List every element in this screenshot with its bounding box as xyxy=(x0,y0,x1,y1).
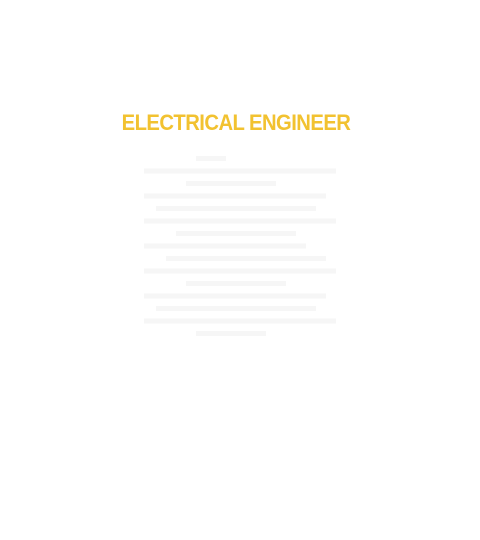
faint-line xyxy=(156,306,316,311)
faint-line xyxy=(186,181,276,186)
faint-graphic-svg xyxy=(144,156,336,336)
faint-text-lines xyxy=(144,156,336,336)
faint-line xyxy=(166,256,326,261)
faint-line xyxy=(144,168,336,174)
faint-line xyxy=(144,218,336,224)
faint-line xyxy=(186,281,286,286)
faint-line xyxy=(176,231,296,236)
design-title: ELECTRICAL ENGINEER xyxy=(121,110,351,135)
faint-line xyxy=(196,331,266,336)
faint-white-text-graphic xyxy=(136,148,340,344)
faint-line xyxy=(196,156,226,161)
faint-line xyxy=(144,268,336,274)
faint-line xyxy=(144,318,336,324)
faint-line xyxy=(144,193,326,199)
faint-line xyxy=(144,293,326,299)
faint-line xyxy=(156,206,316,211)
faint-line xyxy=(144,243,306,249)
